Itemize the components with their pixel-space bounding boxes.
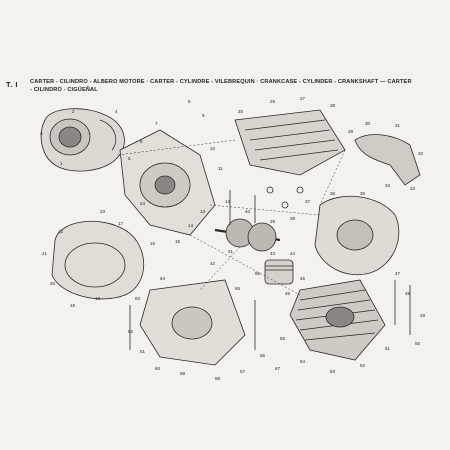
callout-number: 39 bbox=[270, 219, 276, 224]
callout-number: 5 bbox=[128, 156, 131, 161]
callout-number: 58 bbox=[215, 376, 221, 381]
callout-number: 40 bbox=[245, 209, 251, 214]
callout-number: 27 bbox=[300, 96, 306, 101]
callout-number: 10 bbox=[210, 146, 216, 151]
callout-number: 54 bbox=[300, 359, 306, 364]
callout-number: 23 bbox=[100, 209, 106, 214]
piston-part bbox=[264, 259, 294, 285]
callout-number: 41 bbox=[228, 249, 234, 254]
callout-number: 18 bbox=[95, 296, 101, 301]
crankcase-left-half bbox=[119, 129, 216, 236]
callout-number: 25 bbox=[238, 109, 244, 114]
callout-number: 7 bbox=[155, 121, 158, 126]
callout-numbers: 1234567891011121314151617181920212223242… bbox=[40, 96, 426, 381]
callout-number: 17 bbox=[118, 221, 124, 226]
callout-number: 3 bbox=[40, 131, 43, 136]
callout-number: 26 bbox=[270, 99, 276, 104]
callout-number: 49 bbox=[420, 313, 426, 318]
callout-number: 16 bbox=[150, 241, 156, 246]
callout-number: 37 bbox=[305, 199, 311, 204]
callout-number: 46 bbox=[285, 291, 291, 296]
clutch-cover-part bbox=[40, 108, 125, 172]
callout-number: 51 bbox=[385, 346, 391, 351]
callout-number: 21 bbox=[42, 251, 48, 256]
callout-number: 31 bbox=[395, 123, 401, 128]
callout-number: 33 bbox=[410, 186, 416, 191]
diagram-title-line-2: - CILINDRO - CIGÜEÑAL bbox=[30, 87, 98, 93]
crankcase-bottom-part bbox=[139, 279, 246, 366]
callout-number: 19 bbox=[70, 303, 76, 308]
callout-number: 44 bbox=[290, 251, 296, 256]
callout-number: 60 bbox=[155, 366, 161, 371]
callout-number: 67 bbox=[275, 366, 281, 371]
callout-number: 34 bbox=[385, 183, 391, 188]
callout-number: 64 bbox=[160, 276, 166, 281]
callout-number: 22 bbox=[58, 229, 64, 234]
callout-number: 4 bbox=[115, 109, 118, 114]
callout-number: 52 bbox=[360, 363, 366, 368]
callout-number: 47 bbox=[395, 271, 401, 276]
callout-number: 56 bbox=[260, 353, 266, 358]
callout-number: 38 bbox=[290, 216, 296, 221]
callout-number: 15 bbox=[175, 239, 181, 244]
callout-number: 36 bbox=[330, 191, 336, 196]
flywheel-cover-part bbox=[51, 220, 145, 300]
callout-number: 59 bbox=[180, 371, 186, 376]
callout-number: 20 bbox=[50, 281, 56, 286]
callout-number: 13 bbox=[200, 209, 206, 214]
callout-number: 48 bbox=[405, 291, 411, 296]
callout-number: 11 bbox=[218, 166, 223, 171]
callout-number: 12 bbox=[225, 199, 231, 204]
exhaust-pipe-part bbox=[354, 134, 421, 186]
callout-number: 1 bbox=[60, 161, 63, 166]
callout-number: 63 bbox=[135, 296, 141, 301]
callout-number: 53 bbox=[330, 369, 336, 374]
callout-number: 65 bbox=[235, 286, 241, 291]
callout-number: 29 bbox=[348, 129, 354, 134]
cylinder-head-part bbox=[234, 109, 346, 176]
fasteners-group bbox=[129, 186, 411, 350]
callout-number: 24 bbox=[140, 201, 146, 206]
callout-number: 14 bbox=[188, 223, 194, 228]
callout-number: 35 bbox=[360, 191, 366, 196]
callout-number: 55 bbox=[280, 336, 286, 341]
callout-number: 43 bbox=[270, 251, 276, 256]
callout-number: 42 bbox=[210, 261, 216, 266]
callout-number: 9 bbox=[202, 113, 205, 118]
callout-number: 45 bbox=[300, 276, 306, 281]
callout-number: 62 bbox=[128, 329, 134, 334]
plate-number: T. I bbox=[6, 80, 19, 89]
callout-number: 50 bbox=[415, 341, 421, 346]
callout-number: 32 bbox=[418, 151, 424, 156]
callout-number: 28 bbox=[330, 103, 336, 108]
callout-number: 61 bbox=[140, 349, 146, 354]
assembly-guide-lines bbox=[117, 139, 346, 296]
callout-number: 30 bbox=[365, 121, 371, 126]
exploded-view-drawing: 1234567891011121314151617181920212223242… bbox=[40, 96, 426, 381]
diagram-title-line-1: CARTER - CILINDRO - ALBERO MOTORE · CART… bbox=[30, 79, 412, 85]
callout-number: 6 bbox=[140, 139, 143, 144]
cylinder-block-part bbox=[289, 279, 386, 361]
callout-number: 2 bbox=[72, 109, 75, 114]
callout-number: 57 bbox=[240, 369, 246, 374]
crankcase-right-cover bbox=[314, 195, 400, 275]
callout-number: 66 bbox=[255, 271, 261, 276]
callout-number: 8 bbox=[188, 99, 191, 104]
